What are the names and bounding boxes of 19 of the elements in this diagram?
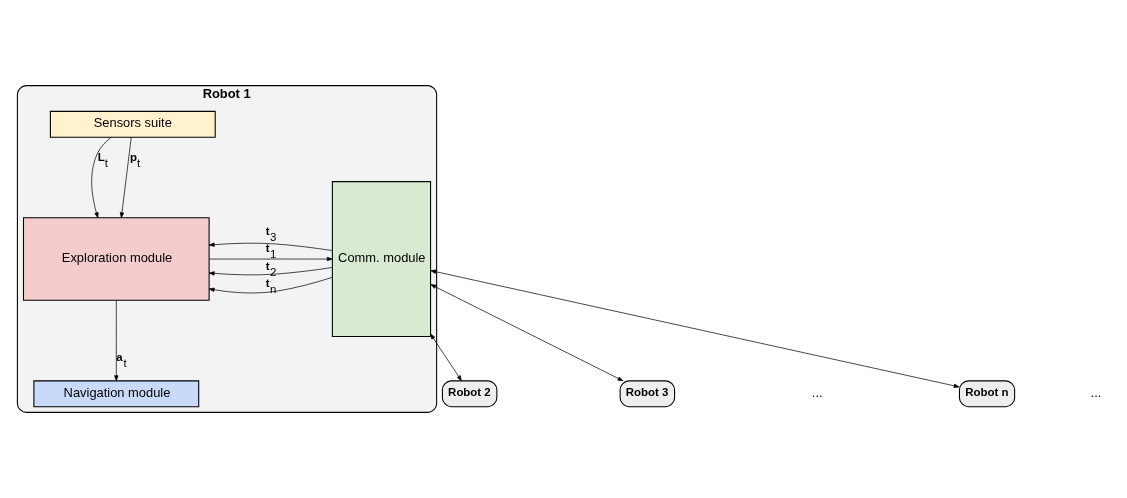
arrow	[430, 269, 960, 388]
node-box: Comm. module	[331, 181, 432, 337]
arrow	[430, 333, 462, 382]
arrow	[208, 256, 333, 262]
label: ...	[811, 384, 823, 400]
arrow	[114, 299, 119, 382]
node-box: Sensors suite	[49, 110, 216, 138]
arrow	[208, 242, 333, 251]
node-box: Navigation module	[33, 380, 200, 408]
arrow	[208, 277, 333, 294]
node-box: Robot 2	[441, 380, 498, 408]
arrow	[430, 284, 624, 382]
node-box: Robot n	[958, 380, 1016, 408]
label: ...	[1090, 384, 1102, 400]
arrow	[119, 136, 132, 219]
arrow	[91, 136, 112, 219]
node-box: Robot 3	[619, 380, 676, 408]
arrow	[208, 267, 333, 276]
node-box: Exploration module	[22, 217, 210, 301]
